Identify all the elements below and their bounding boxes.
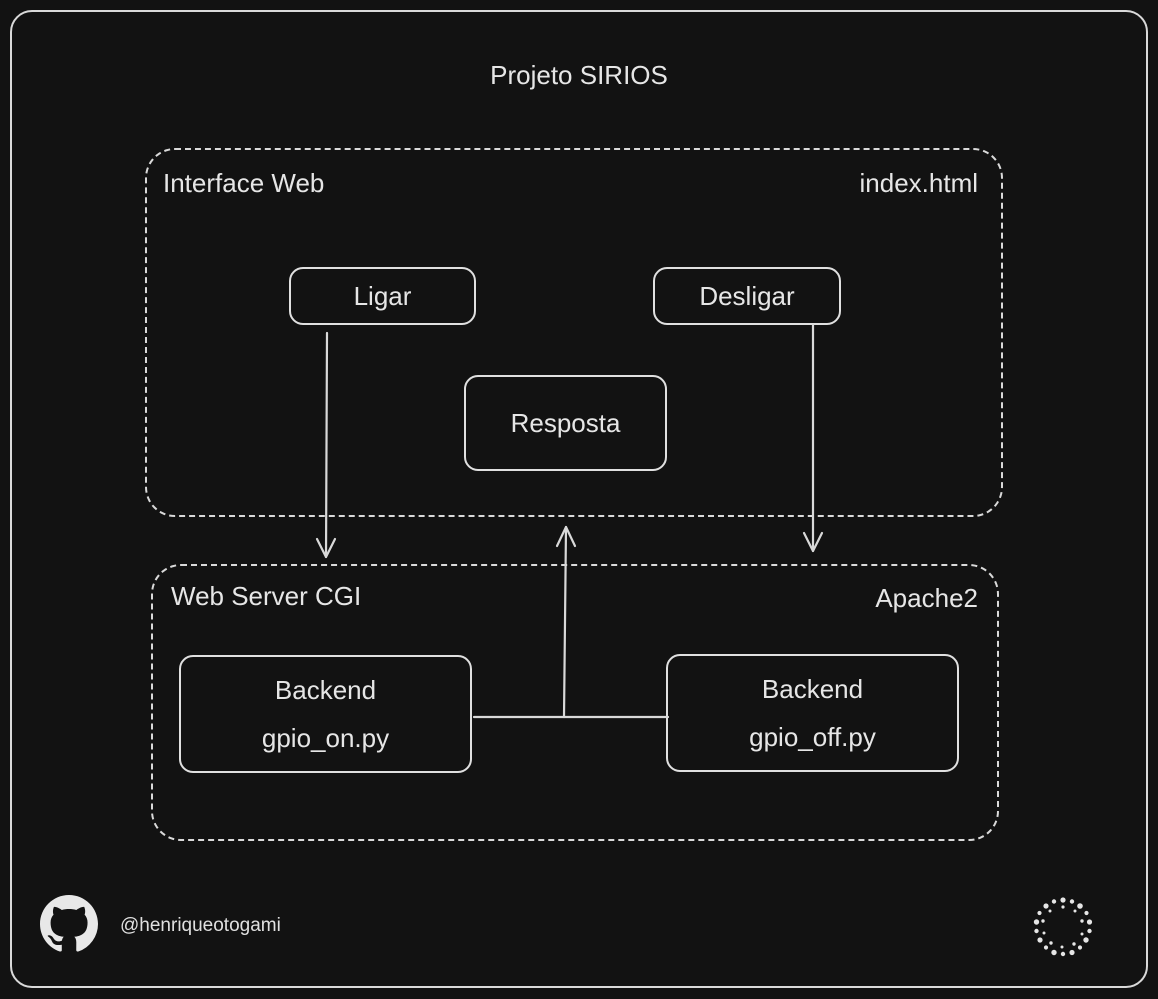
dotted-ring-logo-icon xyxy=(1033,897,1093,957)
ligar-button: Ligar xyxy=(289,267,476,325)
ligar-label: Ligar xyxy=(353,281,412,311)
resposta-label: Resposta xyxy=(510,408,621,438)
web-server-cgi-label: Web Server CGI xyxy=(171,581,362,611)
github-icon xyxy=(40,895,98,952)
github-handle: @henriqueotogami xyxy=(120,915,281,936)
apache2-label: Apache2 xyxy=(875,583,978,613)
diagram-title: Projeto SIRIOS xyxy=(490,60,668,90)
desligar-button: Desligar xyxy=(653,267,841,325)
backend-on-script: gpio_on.py xyxy=(261,723,390,753)
interface-web-group xyxy=(145,148,1003,517)
backend-off-box: Backend gpio_off.py xyxy=(666,654,959,772)
backend-off-title: Backend xyxy=(761,674,864,704)
backend-on-box: Backend gpio_on.py xyxy=(179,655,472,773)
desligar-label: Desligar xyxy=(699,281,795,311)
web-server-cgi-group xyxy=(151,564,999,841)
interface-web-label: Interface Web xyxy=(163,168,325,198)
backend-off-script: gpio_off.py xyxy=(749,722,876,752)
canvas-frame xyxy=(10,10,1148,988)
resposta-box: Resposta xyxy=(464,375,667,471)
backend-on-title: Backend xyxy=(274,675,377,705)
index-html-label: index.html xyxy=(859,168,979,198)
